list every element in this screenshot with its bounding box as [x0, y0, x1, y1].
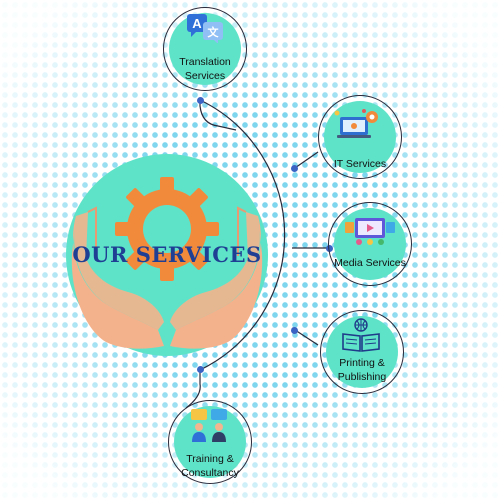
- service-node-it[interactable]: IT Services: [324, 101, 396, 173]
- computer-gear-icon: [334, 109, 378, 138]
- service-label: Translation Services: [179, 56, 231, 82]
- gear-icon: [115, 177, 219, 281]
- hub-title: OUR SERVICES: [72, 242, 262, 267]
- node-ring: [168, 400, 252, 484]
- service-node-printing[interactable]: Printing & Publishing: [326, 316, 398, 388]
- service-node-training[interactable]: Training & Consultancy: [174, 406, 246, 479]
- service-label: Printing & Publishing: [337, 357, 387, 383]
- svg-text:文: 文: [208, 25, 220, 39]
- connector-dot: [291, 327, 298, 334]
- node-ring: [328, 202, 412, 286]
- book-icon: [342, 318, 380, 352]
- service-label: Media Services: [334, 257, 406, 269]
- node-ring: [318, 95, 402, 179]
- left-hand-icon: [71, 216, 164, 349]
- right-hand-icon: [170, 216, 263, 349]
- media-icon: [345, 218, 395, 245]
- connector-dot: [197, 366, 204, 373]
- service-node-media[interactable]: Media Services: [334, 208, 406, 280]
- people-chat-icon: [191, 409, 227, 442]
- service-label: IT Services: [333, 158, 387, 170]
- hands-gear-illustration: [71, 177, 263, 349]
- node-ring: [163, 7, 247, 91]
- svg-text:A: A: [192, 16, 202, 31]
- translate-icon: A 文: [187, 14, 223, 43]
- node-ring: [320, 310, 404, 394]
- connector-dot: [197, 97, 204, 104]
- service-label: Training & Consultancy: [181, 453, 239, 479]
- services-hub: OUR SERVICES: [66, 154, 268, 356]
- service-node-translation[interactable]: A 文 Translation Services: [169, 13, 241, 85]
- connector-dot: [291, 165, 298, 172]
